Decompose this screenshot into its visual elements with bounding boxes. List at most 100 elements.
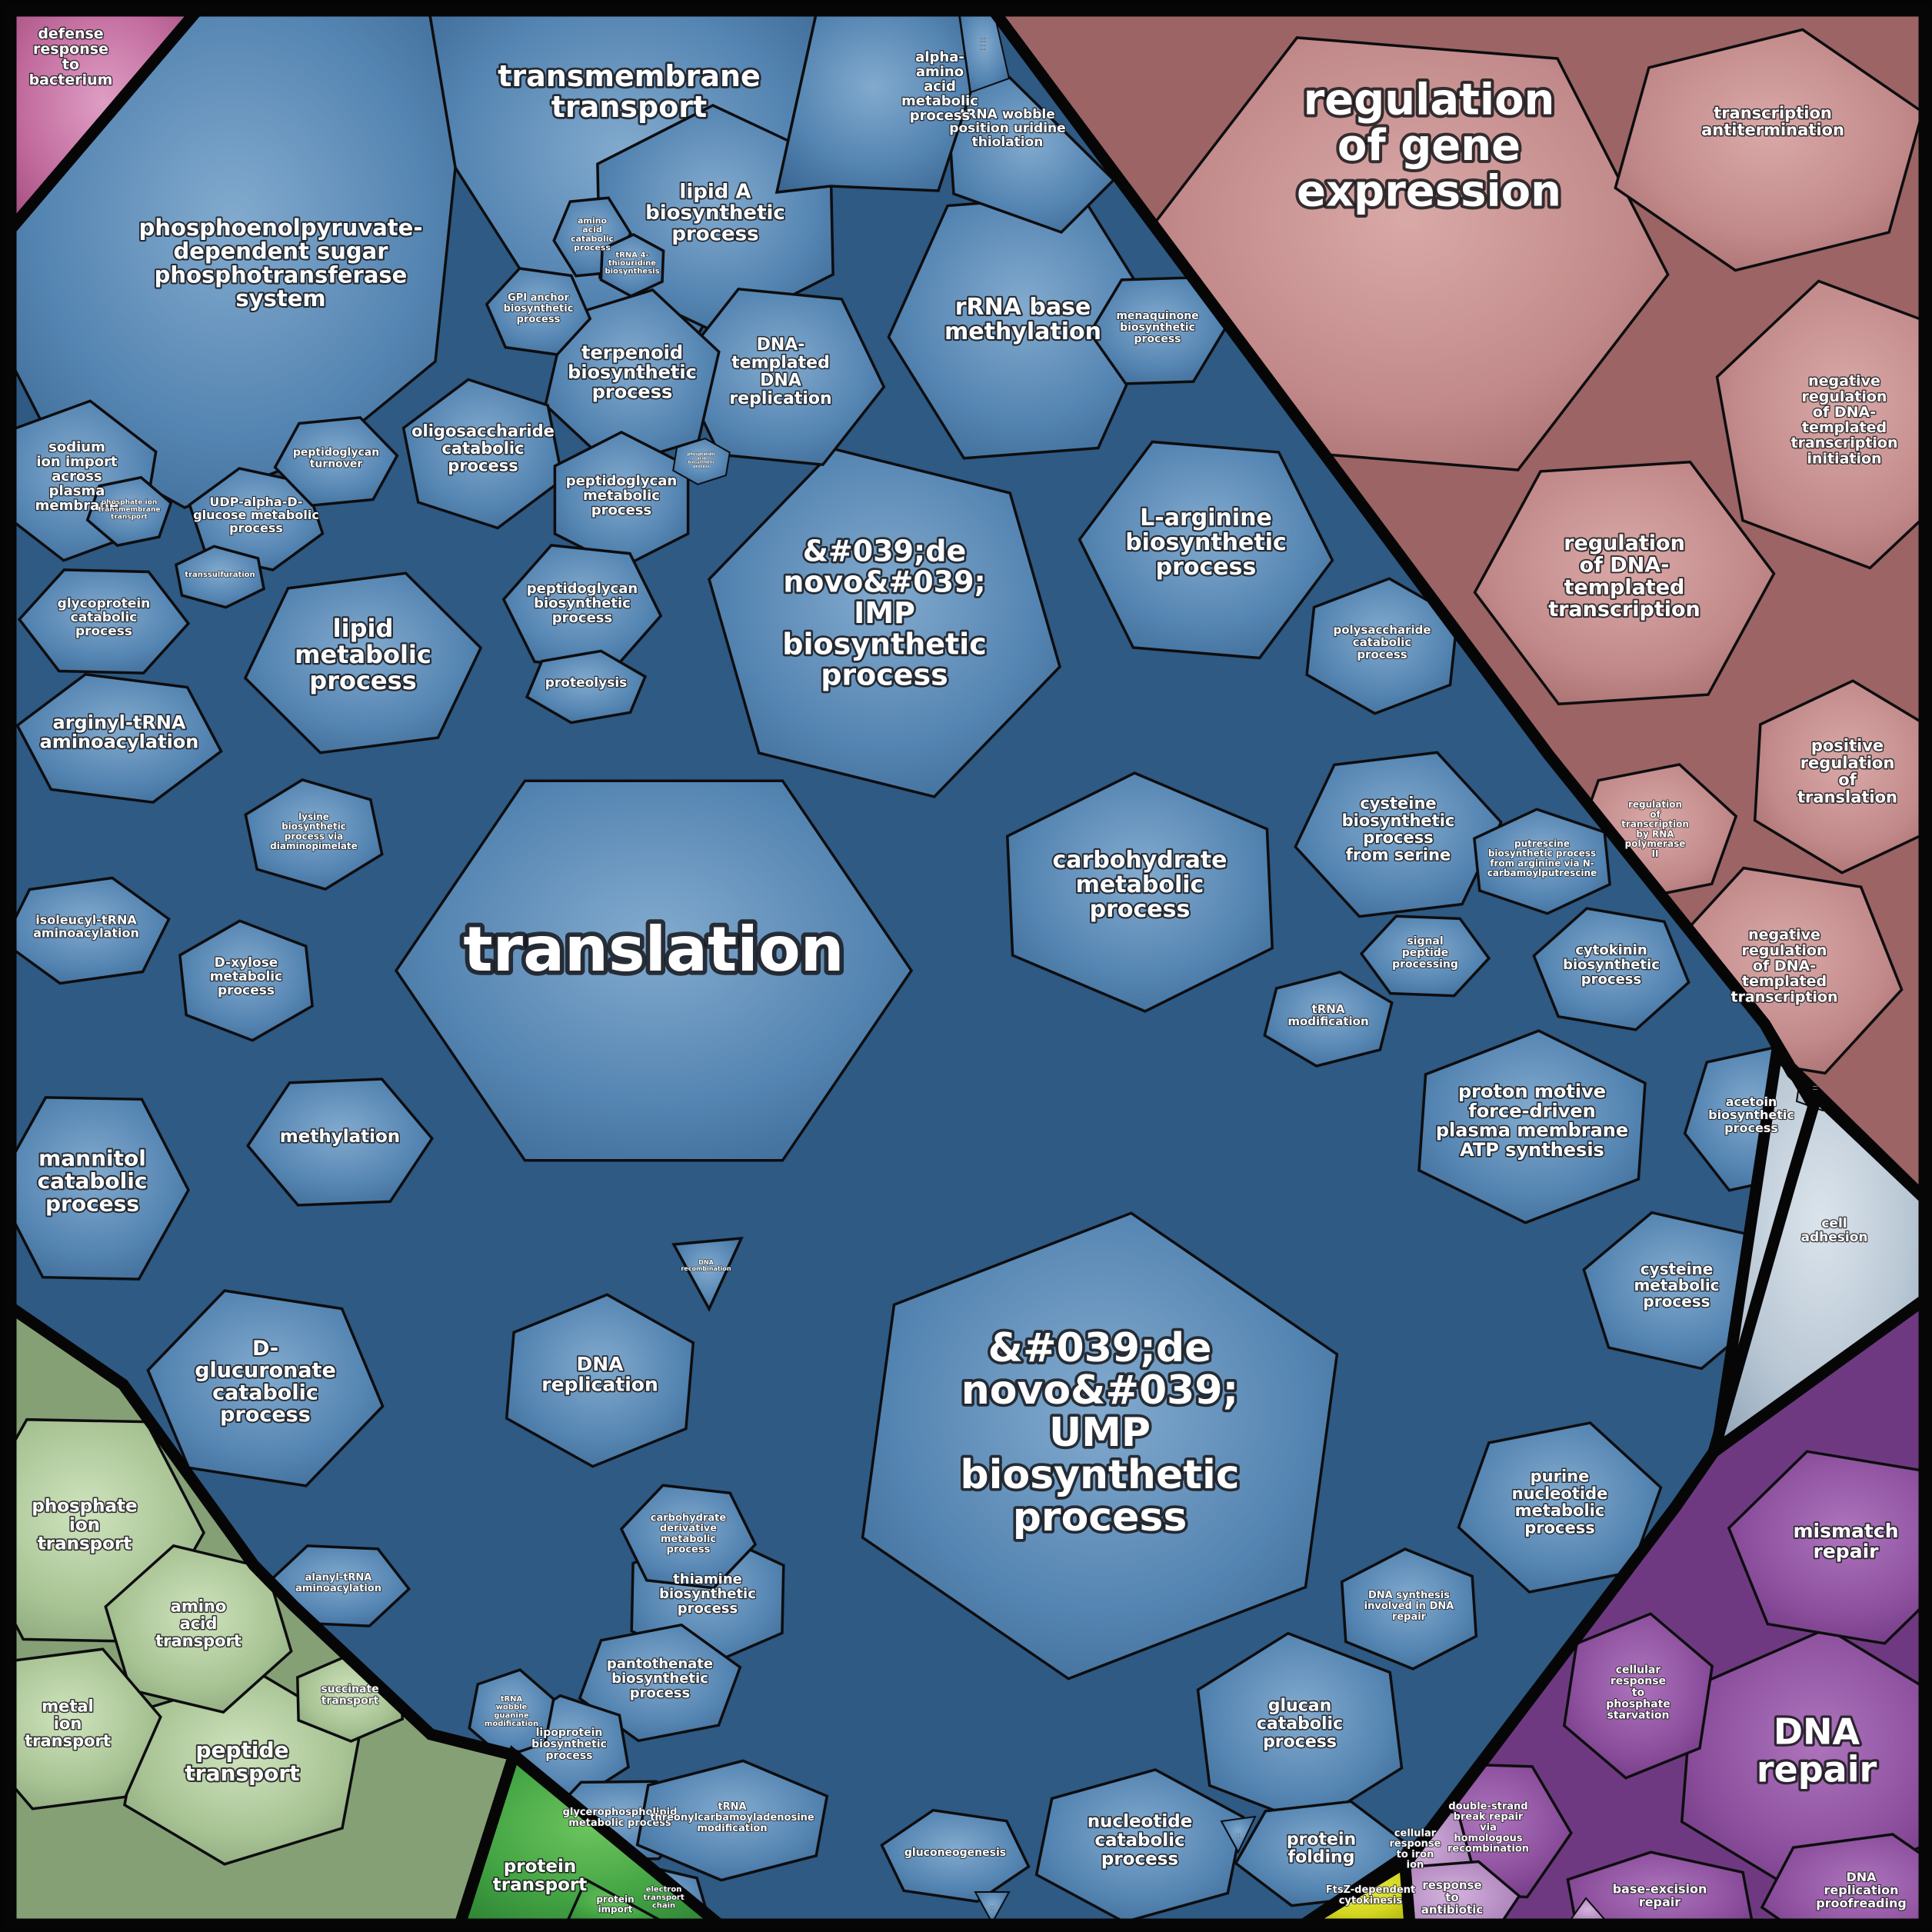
cell-negative-regulation-of-dna-templated-transcription-initiation[interactable] [1715,279,1932,570]
label-micro-label-glucan: ········ [1236,1832,1241,1839]
cell-de-novo-ump-biosynthetic-process[interactable] [861,1211,1339,1681]
cell-de-novo-imp-biosynthetic-process[interactable] [708,448,1061,798]
cell-isoleucyl-trna-aminoacylation[interactable] [3,876,171,985]
cell-d-glucuronate-catabolic-process[interactable] [146,1289,385,1487]
cell-alpha-amino-acid-metabolic-process[interactable] [774,11,972,195]
cell-proteolysis[interactable] [525,649,648,724]
cell-micro-label-top[interactable] [958,11,1011,94]
cell-regulation-of-dna-templated-transcription[interactable] [1473,460,1776,706]
label-micro-label-top: ···················· [980,37,987,52]
cell-lavender-sliver[interactable] [1566,1897,1611,1924]
cell-glycoprotein-catabolic-process[interactable] [17,568,191,675]
cell-gpi-anchor-biosynthetic-process[interactable] [485,267,592,356]
cell-purine-nucleotide-metabolic-process[interactable] [1457,1421,1663,1594]
cell-phosphate-ion-transmembrane-transport[interactable] [85,475,173,548]
label-gluconeogenesis: gluconeogenesis [904,1847,1006,1859]
cell-positive-regulation-of-translation[interactable] [1753,679,1932,874]
cell-signal-peptide-processing[interactable] [1359,914,1491,998]
cell-proton-motive-atp-synthesis[interactable] [1417,1029,1647,1224]
cell-oligosaccharide-catabolic-process[interactable] [401,378,565,530]
cell-peptidoglycan-turnover[interactable] [273,416,399,507]
cell-translation[interactable] [394,779,914,1162]
cell-phosphatidic-micro-label[interactable] [672,438,731,485]
cluster-outline-magenta-defense [5,5,210,245]
cell-dna-recombination[interactable] [671,1236,744,1312]
cell-trna-threonylcarbamoyladenosine-modification[interactable] [635,1759,829,1882]
cell-trna-4-thiouridine-biosynthesis[interactable] [599,233,665,298]
cell-dna-replication[interactable] [505,1293,695,1468]
cell-trna-modification[interactable] [1263,971,1394,1068]
label-transsulfuration: transsulfuration [185,571,255,579]
cell-dna-replication-proofreading[interactable] [1760,1833,1932,1932]
cell-arginyl-trna-aminoacylation[interactable] [15,672,223,804]
cell-micro-label-glucan[interactable] [1220,1815,1257,1854]
label-micro-label-gray: ········ [1813,1084,1818,1091]
cell-carbohydrate-metabolic-process[interactable] [1006,771,1274,1013]
cell-d-xylose-metabolic-process[interactable] [178,919,314,1042]
cell-lysine-biosynthetic-diaminopimelate[interactable] [244,778,384,891]
cell-metal-ion-transport[interactable] [0,1647,162,1810]
cell-methylation[interactable] [246,1078,434,1207]
cell-dna-synthesis-involved-in-dna-repair[interactable] [1340,1547,1478,1671]
label-translation: translation [463,914,844,985]
cluster-outline-dgreen-protein-transport [451,1745,735,1930]
cell-mannitol-catabolic-process[interactable] [0,1096,190,1281]
cell-pantothenate-biosynthetic-process[interactable] [578,1623,742,1743]
cell-transsulfuration[interactable] [174,545,266,609]
cell-l-arginine-biosynthetic-process[interactable] [1078,440,1334,660]
cell-micro-label-bottom[interactable] [974,1891,1011,1924]
cell-protein-import[interactable] [564,1877,668,1924]
cell-gluconeogenesis[interactable] [880,1808,1031,1904]
cell-cytokinin-biosynthetic-process[interactable] [1532,907,1690,1031]
cell-carbohydrate-derivative-metabolic-process[interactable] [619,1484,758,1590]
cell-lipid-metabolic-process[interactable] [243,571,483,754]
cell-cysteine-biosynthetic-from-serine[interactable] [1294,751,1503,918]
